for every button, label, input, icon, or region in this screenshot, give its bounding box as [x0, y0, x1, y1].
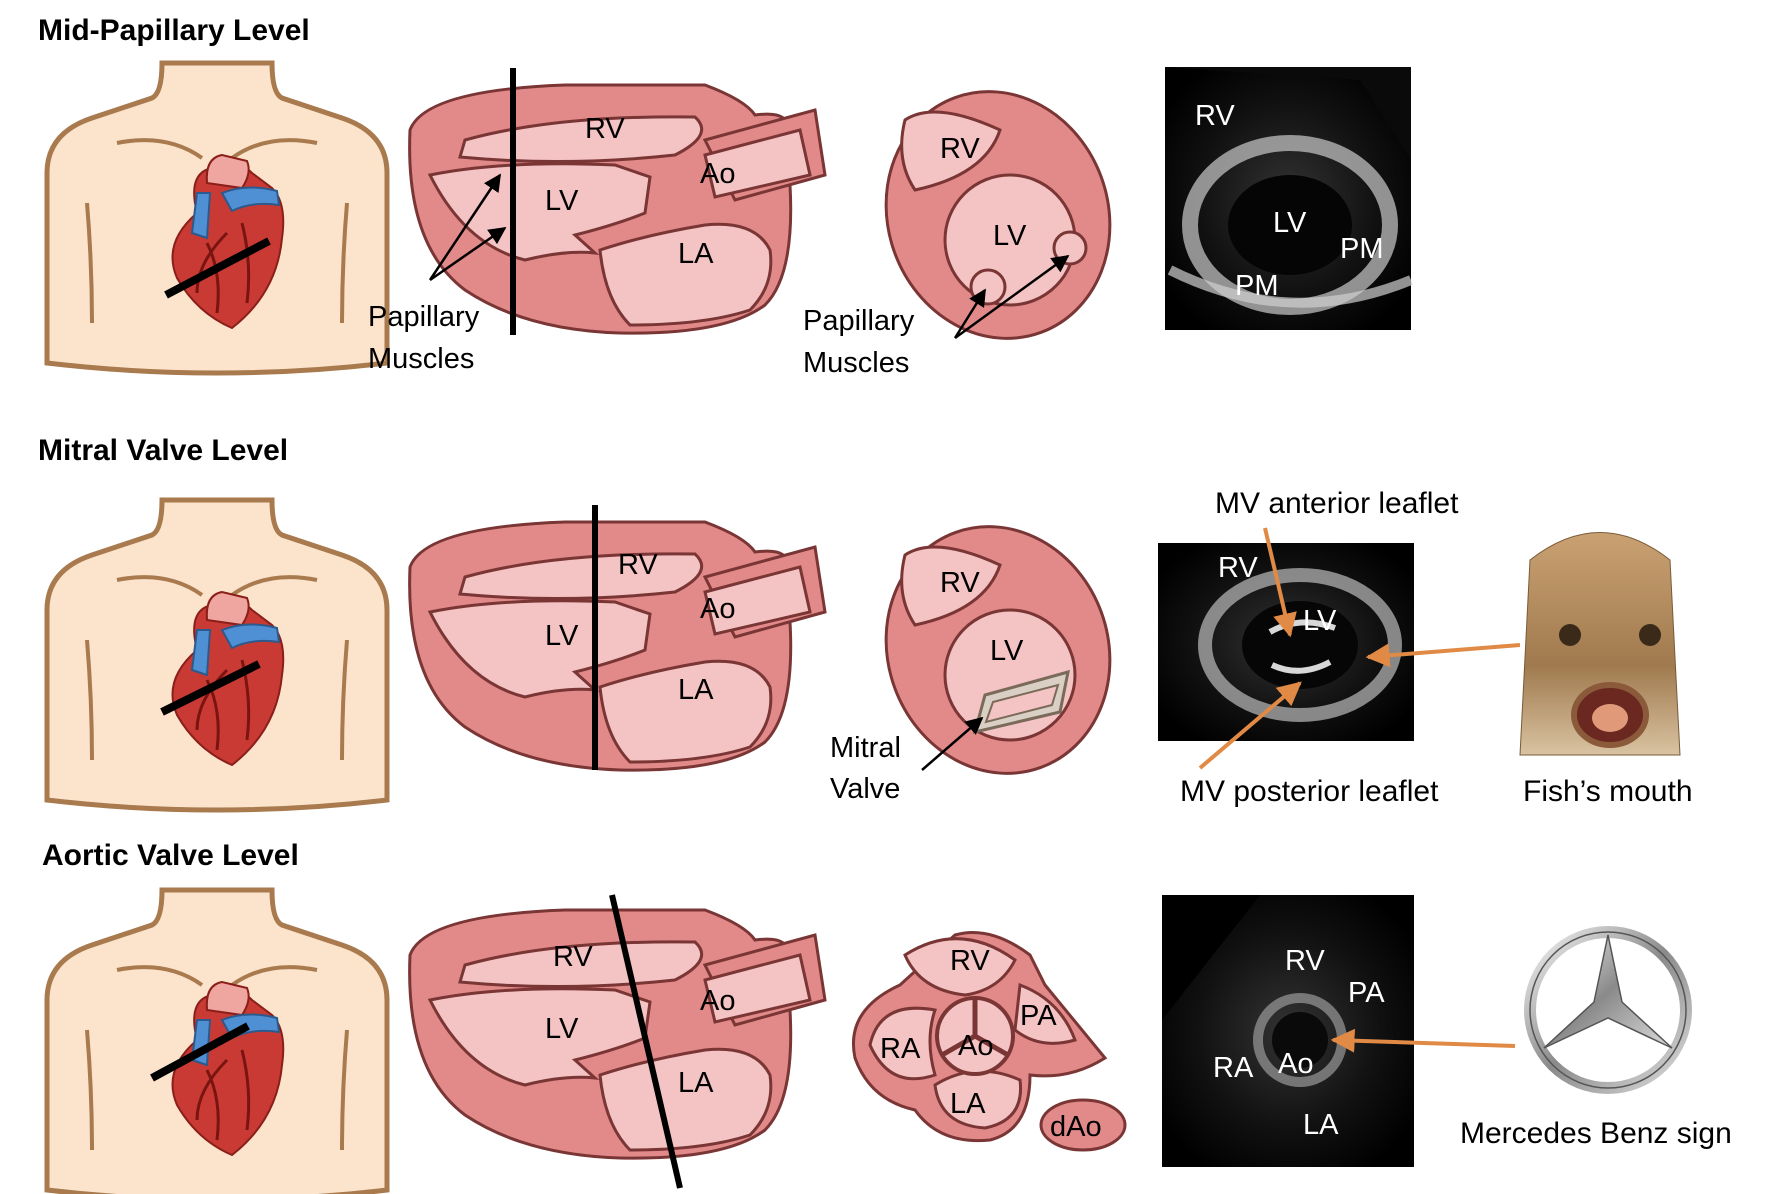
- label-lv: LV: [990, 635, 1024, 667]
- echo-image-mitral: RV LV: [1158, 543, 1414, 741]
- label-ao: Ao: [700, 158, 735, 190]
- long-axis-diagram: RV LV Ao LA Papillary Muscles: [368, 68, 827, 375]
- label-pa: PA: [1020, 1000, 1057, 1032]
- echo-image-aortic: RV PA RA Ao LA: [1162, 895, 1414, 1167]
- analogy-arrow: [1365, 643, 1521, 668]
- label-la: LA: [678, 1067, 714, 1099]
- long-axis-diagram: RV LV Ao LA: [408, 505, 827, 772]
- long-axis-diagram: RV LV Ao LA: [408, 894, 827, 1189]
- annotation-arrow: [1263, 527, 1297, 638]
- callout-papillary-line1: Papillary: [803, 305, 915, 337]
- echo-label-rv: RV: [1285, 945, 1325, 977]
- callout-arrow: [953, 288, 987, 339]
- echo-label-ra: RA: [1213, 1052, 1254, 1084]
- short-axis-diagram: RV RA Ao PA LA dAo: [852, 931, 1127, 1152]
- annotation-mv-posterior-leaflet: MV posterior leaflet: [1180, 775, 1439, 808]
- callout-arrow: [954, 254, 1070, 340]
- label-lv: LV: [545, 185, 579, 217]
- label-rv: RV: [618, 549, 658, 581]
- annotation-mv-anterior-leaflet: MV anterior leaflet: [1215, 487, 1459, 520]
- echo-label-la: LA: [1303, 1109, 1339, 1141]
- label-rv: RV: [950, 945, 990, 977]
- cut-plane-line: [150, 1022, 250, 1082]
- torso-heart-illustration: [47, 63, 387, 373]
- echo-label-lv: LV: [1273, 207, 1307, 239]
- callout-arrow: [428, 173, 502, 281]
- label-lv: LV: [545, 1013, 579, 1045]
- row-title-mid-papillary: Mid-Papillary Level: [38, 14, 310, 47]
- callout-mitral-line1: Mitral: [830, 732, 901, 764]
- mercedes-benz-logo: [1524, 926, 1692, 1094]
- caption-fish-mouth: Fish’s mouth: [1523, 775, 1693, 808]
- label-ao: Ao: [958, 1030, 993, 1062]
- echo-label-pm: PM: [1340, 233, 1384, 265]
- label-dao: dAo: [1050, 1111, 1102, 1143]
- label-la: LA: [678, 238, 714, 270]
- fish-photo: [1519, 530, 1681, 756]
- label-ra: RA: [880, 1033, 921, 1065]
- cut-plane-line: [164, 237, 271, 299]
- callout-papillary-line2: Muscles: [803, 347, 909, 379]
- callout-mitral-line2: Valve: [830, 773, 900, 805]
- label-ao: Ao: [700, 985, 735, 1017]
- callout-arrow: [921, 716, 984, 771]
- short-axis-diagram: RV LV Papillary Muscles: [803, 90, 1112, 379]
- label-rv: RV: [553, 941, 593, 973]
- label-rv: RV: [940, 567, 980, 599]
- label-lv: LV: [993, 220, 1027, 252]
- callout-papillary-line1: Papillary: [368, 301, 480, 333]
- caption-mercedes-benz: Mercedes Benz sign: [1460, 1117, 1732, 1150]
- cut-plane-line: [160, 660, 261, 716]
- row-title-aortic: Aortic Valve Level: [42, 839, 299, 872]
- echo-label-pm: PM: [1235, 270, 1279, 302]
- label-rv: RV: [585, 113, 625, 145]
- label-la: LA: [678, 674, 714, 706]
- cut-plane-line: [609, 894, 683, 1189]
- echo-label-rv: RV: [1218, 552, 1258, 584]
- short-axis-diagram: RV LV Mitral Valve: [830, 525, 1112, 805]
- label-rv: RV: [940, 133, 980, 165]
- row-title-mitral: Mitral Valve Level: [38, 434, 288, 467]
- callout-papillary-line2: Muscles: [368, 343, 474, 375]
- echo-image-mid-papillary: RV LV PM PM: [1165, 67, 1413, 330]
- annotation-arrow: [1198, 681, 1302, 770]
- torso-heart-illustration: [47, 500, 387, 810]
- echo-label-ao: Ao: [1278, 1048, 1313, 1080]
- echo-label-lv: LV: [1303, 605, 1337, 637]
- callout-arrow: [429, 226, 507, 282]
- label-lv: LV: [545, 620, 579, 652]
- analogy-arrow: [1330, 1028, 1516, 1053]
- echo-label-rv: RV: [1195, 100, 1235, 132]
- echo-label-pa: PA: [1348, 977, 1385, 1009]
- label-ao: Ao: [700, 593, 735, 625]
- label-la: LA: [950, 1088, 986, 1120]
